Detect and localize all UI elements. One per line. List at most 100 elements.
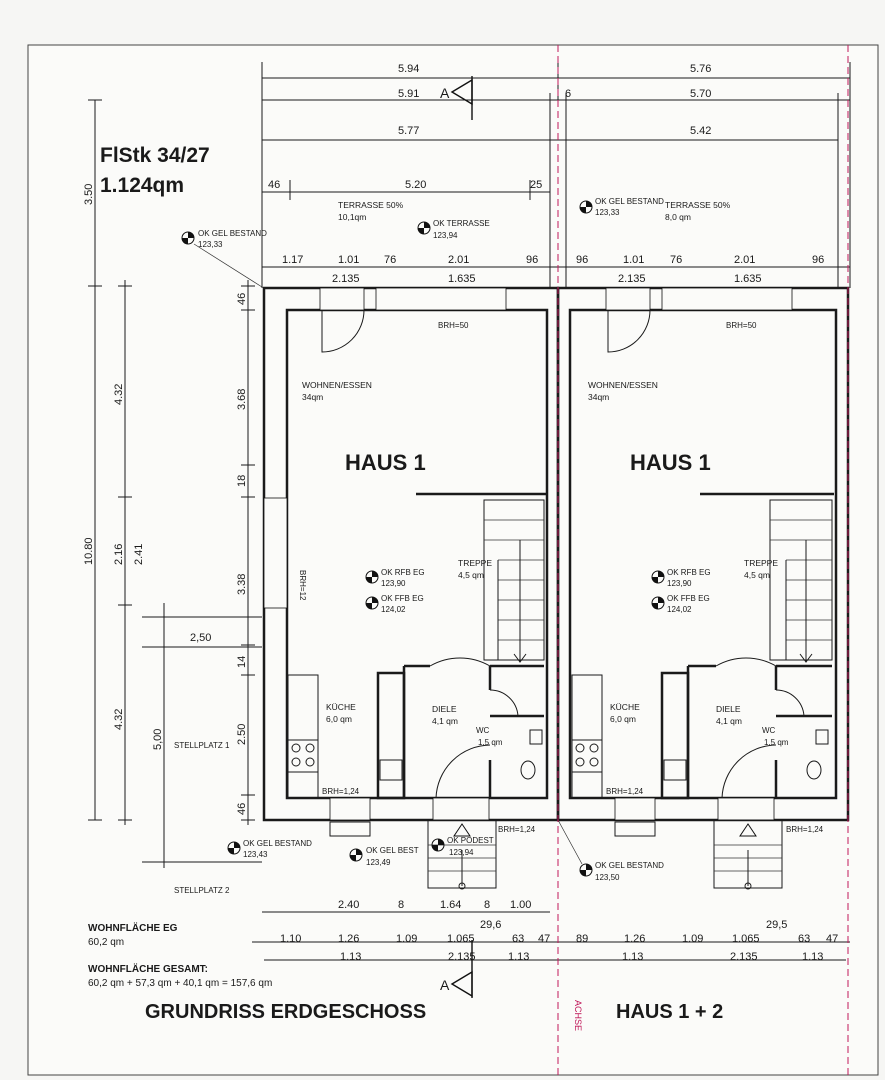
- plan-label: 1,5 qm: [764, 738, 789, 747]
- parking-1-label: STELLPLATZ 1: [174, 741, 230, 750]
- plan-label: A: [440, 85, 450, 101]
- plan-label: 76: [384, 254, 396, 266]
- dim-top-46: 46: [268, 179, 280, 191]
- plan-label: 2.01: [448, 254, 469, 266]
- plan-label: DIELE: [716, 704, 741, 714]
- plan-label: 1.26: [624, 933, 645, 945]
- plan-label: 76: [670, 254, 682, 266]
- level-marker-left-top: OK GEL BESTAND 123,33: [181, 229, 267, 288]
- plan-label: 2.135: [332, 273, 360, 285]
- left-dimensions: 3.50 10.80 4.32 2.16 4.32 2.41 46 3.68 1…: [83, 99, 262, 868]
- plan-label: 47: [538, 933, 550, 945]
- plan-label: 1.13: [622, 951, 643, 963]
- level-marker-left-bottom: OK GEL BESTAND 123,43: [227, 839, 312, 859]
- plan-label: 1.13: [340, 951, 361, 963]
- plan-label: 14: [236, 656, 248, 668]
- plan-label: 123,33: [595, 208, 620, 217]
- dim-top-5-70: 5.70: [690, 88, 711, 100]
- plan-label: 1.64: [440, 899, 461, 911]
- level-marker-terrace: OK TERRASSE 123,94: [417, 219, 490, 240]
- plan-label: 46: [236, 293, 248, 305]
- plan-label: OK FFB EG: [667, 594, 710, 603]
- plan-label: 18: [236, 475, 248, 487]
- house-title-right: HAUS 1: [630, 450, 711, 475]
- staircase-left: [416, 492, 548, 663]
- living-area-total-label: WOHNFLÄCHE GESAMT:: [88, 962, 208, 975]
- plan-label: 1,5 qm: [478, 738, 503, 747]
- plan-label: 1.01: [623, 254, 644, 266]
- plan-label: 2.50: [236, 724, 248, 745]
- plan-label: 2.16: [113, 544, 125, 565]
- plan-label: 124,02: [667, 605, 692, 614]
- plan-label: OK PODEST: [447, 836, 494, 845]
- plan-label: 2.135: [448, 951, 476, 963]
- sheet-border: [27, 44, 879, 1076]
- plan-label: 4.32: [113, 709, 125, 730]
- dim-top-5-77: 5.77: [398, 125, 419, 137]
- house-1-left-labels: BRH=50 WOHNEN/ESSEN 34qm HAUS 1 BRH=12 T…: [298, 321, 536, 834]
- plan-label: 6,0 qm: [610, 714, 636, 724]
- floor-levels-left: OK RFB EG 123,90 OK FFB EG 124,02: [365, 568, 425, 614]
- plan-label: BRH=1,24: [606, 787, 644, 796]
- building-walls: [262, 286, 850, 822]
- plan-label: 123,49: [366, 858, 391, 867]
- plan-label: 46: [236, 803, 248, 815]
- plan-label: 29,5: [766, 919, 787, 931]
- plan-label: 4,5 qm: [458, 570, 484, 580]
- level-marker-right-bottom: OK GEL BESTAND 123,50: [557, 819, 664, 882]
- level-marker-gel-best: OK GEL BEST 123,49: [349, 846, 419, 867]
- plan-label: 1.00: [510, 899, 531, 911]
- plan-label: 3.38: [236, 574, 248, 595]
- plan-label: 34qm: [302, 392, 323, 402]
- plan-label: 123,50: [595, 873, 620, 882]
- top-dimensions: 5.94 5.76 5.91 6 5.70 5.77 5.42 46 5.20 …: [261, 62, 851, 288]
- plan-label: OK GEL BESTAND: [595, 197, 664, 206]
- plan-label: 2.01: [734, 254, 755, 266]
- house-1-right-labels: BRH=50 WOHNEN/ESSEN 34qm HAUS 1 TREPPE 4…: [588, 321, 824, 834]
- plan-label: 1.065: [732, 933, 760, 945]
- plan-label: 89: [576, 933, 588, 945]
- plan-label: TREPPE: [744, 558, 778, 568]
- plan-label: 47: [826, 933, 838, 945]
- terrace-left-label: TERRASSE 50%: [338, 200, 404, 210]
- plan-label: 1.26: [338, 933, 359, 945]
- dim-top-5-42: 5.42: [690, 125, 711, 137]
- plan-label: 1.635: [448, 273, 476, 285]
- plan-label: 1.10: [280, 933, 301, 945]
- dim-top-5-76: 5.76: [690, 63, 711, 75]
- plan-label: 1.13: [802, 951, 823, 963]
- plan-label: 5,00: [152, 729, 164, 750]
- plan-label: 1.01: [338, 254, 359, 266]
- plan-label: 10.80: [83, 537, 95, 565]
- plan-label: 123,94: [449, 848, 474, 857]
- dim-top-5-94: 5.94: [398, 63, 419, 75]
- plan-label: 63: [512, 933, 524, 945]
- plan-label: 96: [812, 254, 824, 266]
- entrance-left: [427, 819, 497, 890]
- dim-top-25: 25: [530, 179, 542, 191]
- plan-label: OK RFB EG: [381, 568, 425, 577]
- plan-label: BRH=12: [298, 570, 307, 601]
- plan-label: OK RFB EG: [667, 568, 711, 577]
- plan-label: 34qm: [588, 392, 609, 402]
- plan-label: 1.17: [282, 254, 303, 266]
- staircase-right: [700, 492, 834, 663]
- living-area-total-value: 60,2 qm + 57,3 qm + 40,1 qm = 157,6 qm: [88, 978, 272, 989]
- dim-top-5-20: 5.20: [405, 179, 426, 191]
- plan-label: BRH=1,24: [786, 825, 824, 834]
- partitions-left: [287, 657, 544, 800]
- plan-label: 124,02: [381, 605, 406, 614]
- plan-label: 1.065: [447, 933, 475, 945]
- level-marker-right-top: OK GEL BESTAND 123,33: [579, 197, 664, 217]
- plan-label: 3.68: [236, 389, 248, 410]
- floor-levels-right: OK RFB EG 123,90 OK FFB EG 124,02: [651, 568, 711, 614]
- section-marker-top: A: [440, 76, 473, 120]
- house-title-left: HAUS 1: [345, 450, 426, 475]
- plan-label: OK GEL BESTAND: [243, 839, 312, 848]
- plan-label: WOHNEN/ESSEN: [588, 380, 658, 390]
- plan-label: 4,1 qm: [432, 716, 458, 726]
- bottom-dimensions: 2.40 8 1.64 8 1.00 1.10 1.26 1.09 1.065 …: [252, 899, 850, 963]
- living-area-eg-label: WOHNFLÄCHE EG: [88, 921, 178, 934]
- plan-label: BRH=1,24: [498, 825, 536, 834]
- plan-label: 4.32: [113, 384, 125, 405]
